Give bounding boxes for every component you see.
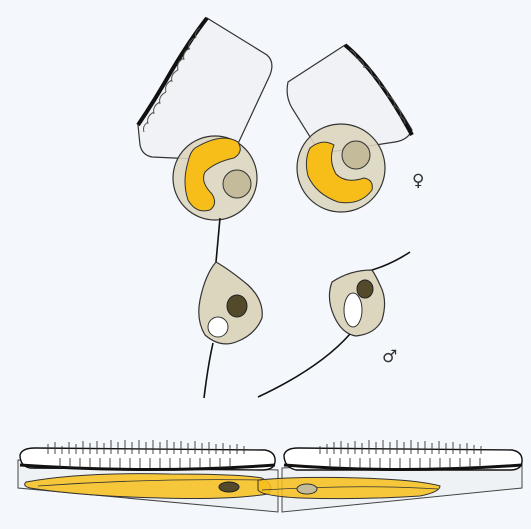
vacuole	[208, 317, 228, 337]
nucleus-dark	[219, 482, 239, 492]
nucleus	[342, 141, 370, 169]
vacuole	[344, 293, 362, 327]
male-symbol: ♂	[382, 347, 397, 367]
nucleus	[357, 280, 373, 298]
nucleus	[223, 170, 251, 198]
female-symbol: ♀	[412, 171, 424, 191]
nucleus-light	[297, 484, 317, 494]
nucleus	[227, 295, 247, 317]
